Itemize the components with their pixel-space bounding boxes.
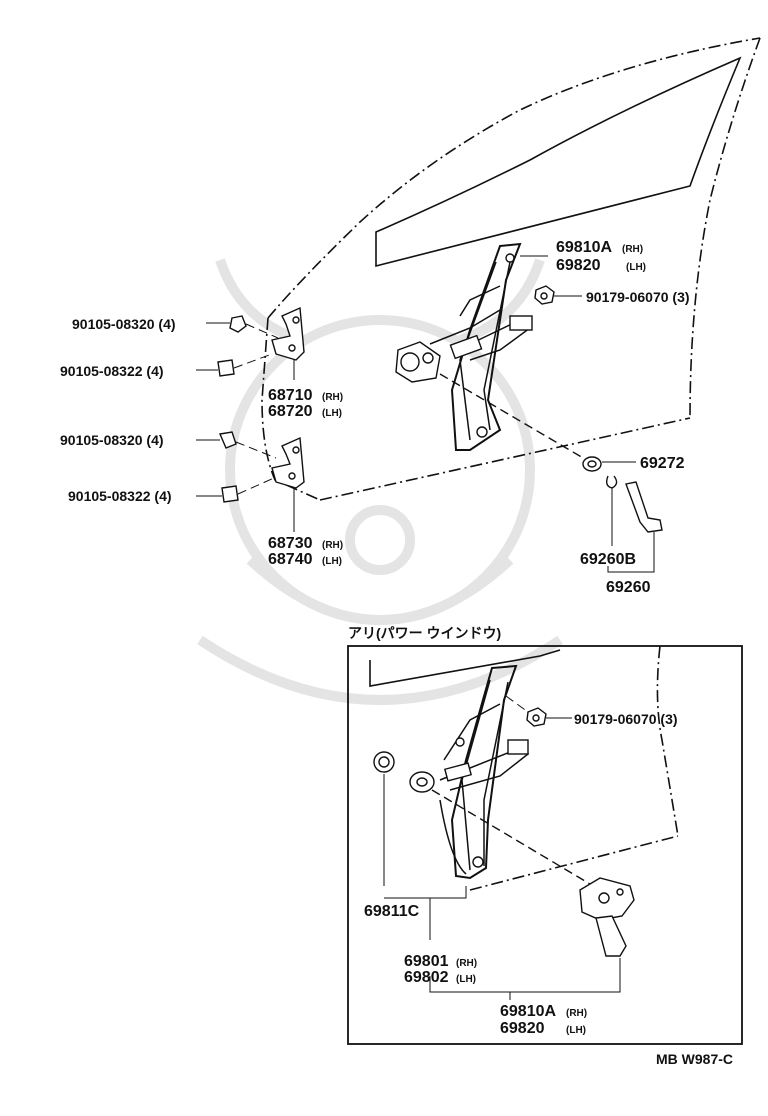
label-69820-lh-tag: (LH) xyxy=(626,262,646,273)
knob-icon xyxy=(582,456,602,472)
handle-clip-icon xyxy=(605,475,618,489)
label-69272: 69272 xyxy=(640,455,685,472)
label-68710: 68710 xyxy=(268,387,313,404)
label-68730-tag: (RH) xyxy=(322,540,343,551)
power-window-title: アリ(パワー ウインドウ) xyxy=(348,625,501,641)
label-69810a-rh-tag: (RH) xyxy=(622,244,643,255)
label-68730: 68730 xyxy=(268,535,313,552)
label-inset-69810a: 69810A xyxy=(500,1003,556,1020)
label-69260: 69260 xyxy=(606,579,651,596)
label-68710-tag: (RH) xyxy=(322,392,343,403)
label-68740-tag: (LH) xyxy=(322,556,342,567)
power-regulator xyxy=(439,664,530,880)
lower-hinge xyxy=(271,436,305,532)
label-inset-69820: 69820 xyxy=(500,1020,545,1037)
label-68720: 68720 xyxy=(268,403,313,420)
label-68720-tag: (LH) xyxy=(322,408,342,419)
label-bolt-4: 90105-08322 (4) xyxy=(68,488,172,504)
label-nut-inset: 90179-06070 (3) xyxy=(574,711,678,727)
power-window-inset-frame xyxy=(347,645,743,1045)
label-bolt-3: 90105-08320 (4) xyxy=(60,432,164,448)
label-bolt-2: 90105-08322 (4) xyxy=(60,363,164,379)
label-69811c: 69811C xyxy=(364,903,420,920)
nut-icon xyxy=(534,285,555,305)
label-69260b: 69260B xyxy=(580,551,636,568)
watermark-emblem xyxy=(197,258,563,705)
window-handle-icon xyxy=(625,481,663,533)
inset-door-outline xyxy=(369,645,679,891)
label-bolt-1: 90105-08320 (4) xyxy=(72,316,176,332)
label-69802-tag: (LH) xyxy=(456,974,476,985)
label-nut-top: 90179-06070 (3) xyxy=(586,289,690,305)
label-69802: 69802 xyxy=(404,969,449,986)
bolt-icons xyxy=(217,315,279,503)
inset-nut-icon xyxy=(526,707,547,727)
label-68740: 68740 xyxy=(268,551,313,568)
window-motor xyxy=(579,877,635,957)
regulator-gear xyxy=(409,771,435,793)
manual-regulator xyxy=(429,242,533,451)
label-69801: 69801 xyxy=(404,953,449,970)
label-69801-tag: (RH) xyxy=(456,958,477,969)
upper-hinge xyxy=(271,306,305,380)
label-69820-lh: 69820 xyxy=(556,257,601,274)
label-inset-69810a-tag: (RH) xyxy=(566,1008,587,1019)
label-inset-69820-tag: (LH) xyxy=(566,1025,586,1036)
damper-icon xyxy=(373,751,395,773)
label-69810a-rh: 69810A xyxy=(556,239,612,256)
diagram-code: MB W987-C xyxy=(656,1051,733,1067)
crank-gear xyxy=(395,341,441,383)
